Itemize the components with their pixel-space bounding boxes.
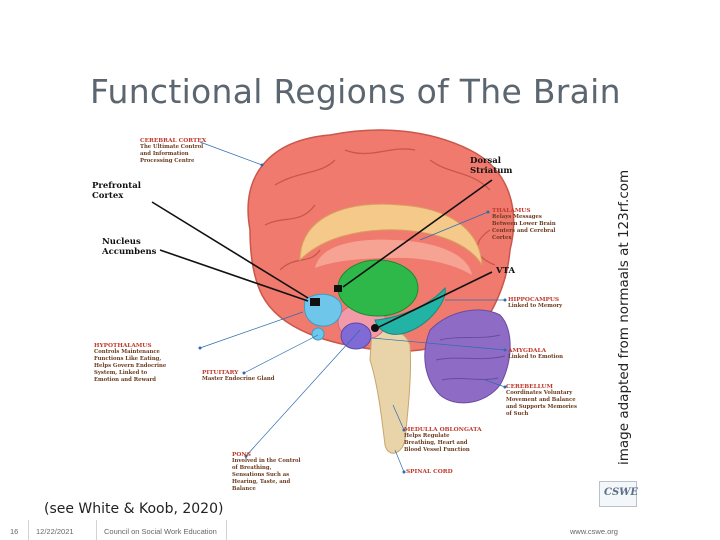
slide-title: Functional Regions of The Brain xyxy=(90,72,621,111)
medulla-oblongata-label: MEDULLA OBLONGATA Helps Regulate Breathi… xyxy=(404,427,482,453)
pituitary-label: PITUITARY Master Endocrine Gland xyxy=(202,370,275,382)
footer-divider xyxy=(226,520,227,540)
pituitary-shape xyxy=(311,327,325,341)
amygdala-shape xyxy=(340,322,372,350)
footer-date: 12/22/2021 xyxy=(36,527,74,536)
pons-label: PONS Involved in the Control of Breathin… xyxy=(232,452,301,492)
leader-dots xyxy=(198,163,507,474)
vta-marker xyxy=(371,324,379,332)
leader-lines xyxy=(199,141,506,473)
slide-footer: 16 12/22/2021 Council on Social Work Edu… xyxy=(0,520,720,540)
thalamus-label: THALAMUS Relays Messages Between Lower B… xyxy=(492,208,556,241)
spinal-cord-label: SPINAL CORD xyxy=(406,469,453,475)
amygdala-label: AMYGDALA Linked to Emotion xyxy=(508,348,564,360)
cerebellum-label: CEREBELLUM Coordinates Voluntary Movemen… xyxy=(506,384,578,417)
footer-website: www.cswe.org xyxy=(570,527,618,536)
image-credit: image adapted from normaals at 123rf.com xyxy=(616,169,632,465)
footer-organization: Council on Social Work Education xyxy=(104,527,217,536)
nucleus-accumbens-marker xyxy=(310,298,320,306)
cerebellum-folds xyxy=(435,334,506,381)
logo-text: CSWE xyxy=(604,487,639,498)
cerebral-cortex-label: CEREBRAL CORTEX The Ultimate Control and… xyxy=(140,138,207,164)
slide-number: 16 xyxy=(10,527,19,536)
footer-divider xyxy=(96,520,97,540)
cswe-logo: CSWE xyxy=(599,481,639,507)
cortex-folds xyxy=(264,148,496,271)
footer-divider xyxy=(28,520,29,540)
dorsal-striatum-marker xyxy=(334,285,342,292)
cerebellum-shape xyxy=(424,309,511,404)
inner-cortex-band xyxy=(315,239,472,275)
citation: (see White & Koob, 2020) xyxy=(44,501,224,517)
thalamus-shape xyxy=(337,259,419,317)
hypothalamus-label: HYPOTHALAMUS Controls Maintenance Functi… xyxy=(94,343,167,383)
hippocampus-label: HIPPOCAMPUS Linked to Memory xyxy=(508,297,563,309)
vta-label: VTA xyxy=(496,266,516,276)
callout-arrows xyxy=(151,179,493,328)
